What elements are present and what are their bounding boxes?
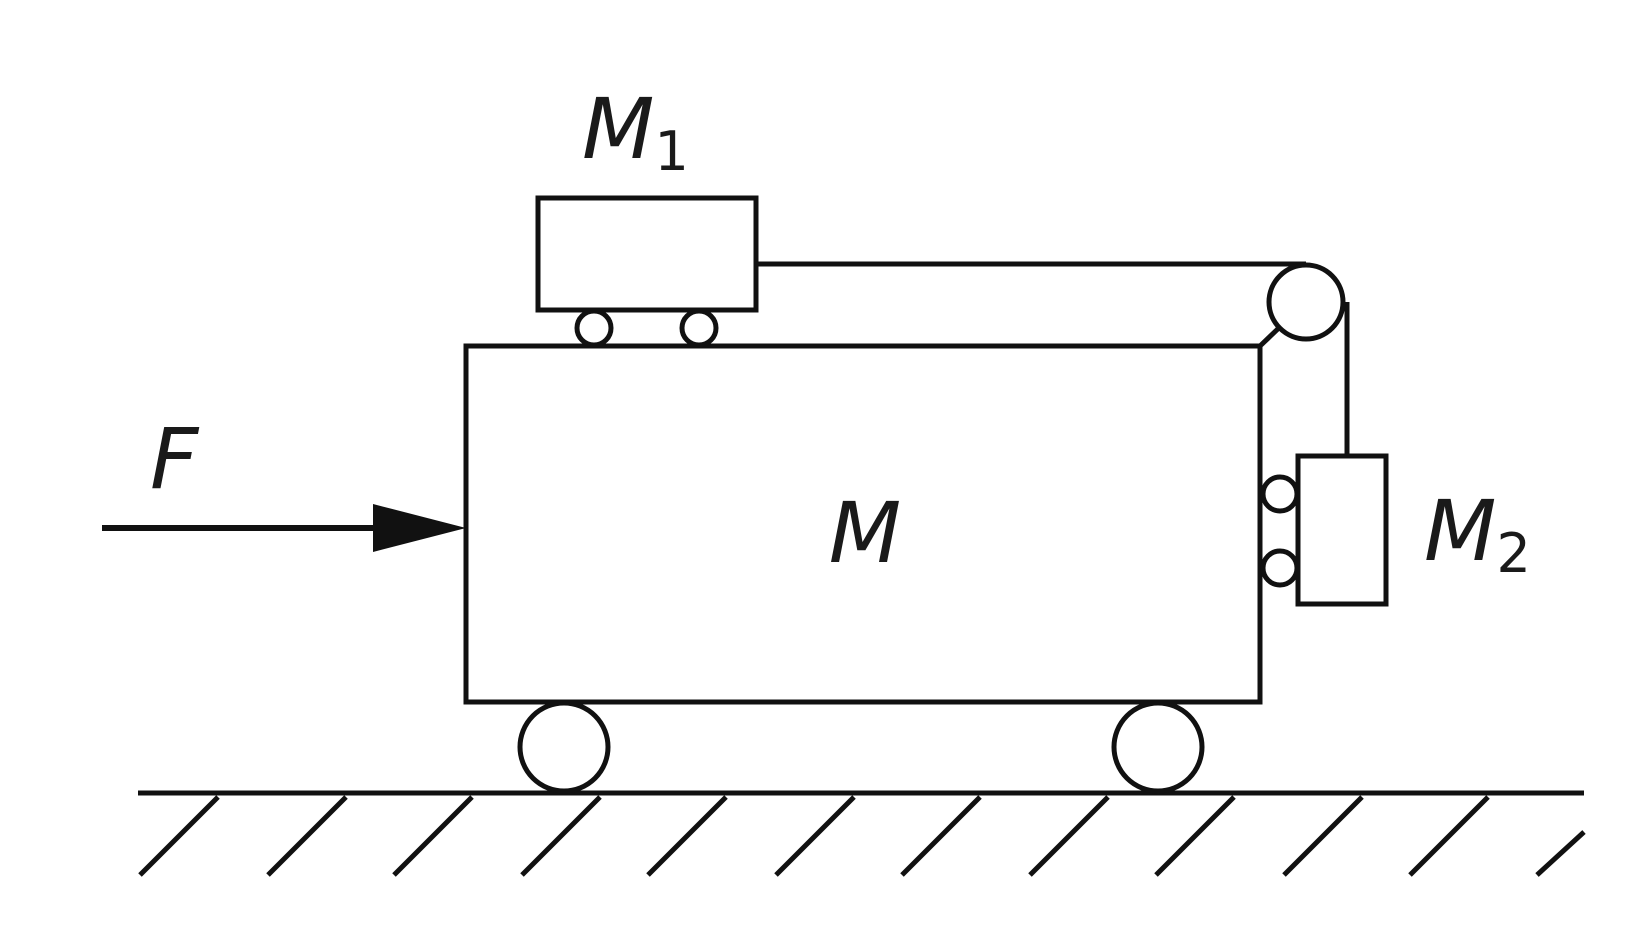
- cart-wheel-right: [1111, 700, 1205, 794]
- block-top-roller-right: [679, 308, 719, 348]
- force-arrow: [102, 504, 466, 552]
- ground-hatching: [138, 795, 1586, 877]
- block-top-roller-left: [574, 308, 614, 348]
- ground: [138, 790, 1586, 877]
- cart-wheel-left: [517, 700, 611, 794]
- force-label: F: [150, 410, 200, 508]
- cart-body: [463, 343, 1263, 705]
- block-top: [535, 195, 759, 313]
- block-top-label: M1: [582, 80, 689, 183]
- block-side: [1295, 453, 1389, 607]
- block-side-roller-lower: [1260, 548, 1300, 588]
- cart-label: M: [829, 484, 901, 582]
- string: [756, 261, 1350, 456]
- pulley-icon: [1266, 262, 1346, 342]
- block-side-label: M2: [1424, 482, 1531, 585]
- block-side-roller-upper: [1260, 474, 1300, 514]
- arrowhead-icon: [373, 504, 466, 552]
